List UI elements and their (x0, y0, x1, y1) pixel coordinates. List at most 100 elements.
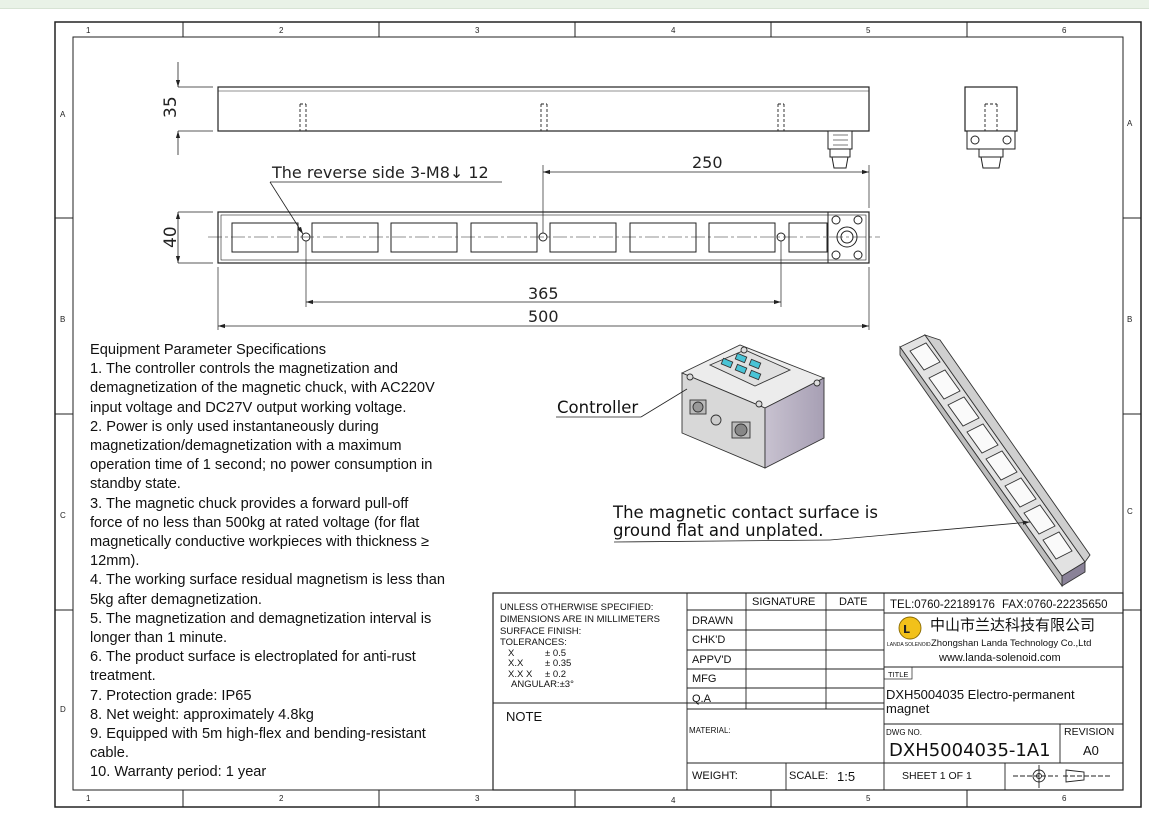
row-qa: Q.A (692, 693, 712, 705)
spec-line: treatment. (90, 668, 156, 685)
row-mfg: MFG (692, 673, 716, 685)
spec-line: 8. Net weight: approximately 4.8kg (90, 706, 314, 723)
col-label-bottom: 2 (279, 794, 284, 803)
scale-label: SCALE: (789, 770, 828, 782)
dim-250: 250 (692, 153, 723, 172)
row-label-right: A (1127, 119, 1133, 128)
weight-label: WEIGHT: (692, 770, 738, 782)
col-label-top: 3 (475, 26, 480, 35)
angular: ANGULAR:±3° (511, 679, 574, 690)
dwg-number: DXH5004035-1A1 (889, 740, 1051, 761)
col-label-top: 5 (866, 26, 871, 35)
logo-text: LANDA SOLENOID (887, 642, 931, 648)
material-label: MATERIAL: (689, 726, 731, 735)
tol-val: ± 0.35 (545, 658, 571, 669)
spec-line: 2. Power is only used instantaneously du… (90, 418, 379, 435)
revision-value: A0 (1083, 743, 1099, 758)
window-top-strip (0, 0, 1149, 9)
spec-line: 1. The controller controls the magnetiza… (90, 361, 399, 378)
front-view (175, 62, 870, 169)
title-line2: magnet (886, 701, 930, 716)
tol-val: ± 0.2 (545, 669, 566, 680)
revision-label: REVISION (1064, 726, 1114, 738)
spec-line: longer than 1 minute. (90, 630, 228, 647)
signature-header: SIGNATURE (752, 596, 815, 608)
scale-value: 1:5 (837, 769, 855, 784)
spec-line: standby state. (90, 476, 181, 493)
spec-line: demagnetization of the magnetic chuck, w… (90, 380, 435, 397)
col-label-top: 4 (671, 26, 676, 35)
surface-label-line2: ground flat and unplated. (613, 521, 824, 540)
spec-line: 6. The product surface is electroplated … (90, 649, 416, 666)
col-label-bottom: 3 (475, 794, 480, 803)
col-label-bottom: 5 (866, 794, 871, 803)
tol-key: X (508, 648, 515, 659)
row-label-left: C (60, 511, 66, 520)
unless-line: SURFACE FINISH: (500, 626, 581, 637)
title-line1: DXH5004035 Electro-permanent (886, 687, 1075, 702)
dim-500: 500 (528, 307, 559, 326)
specs-heading: Equipment Parameter Specifications (90, 342, 327, 358)
date-header: DATE (839, 596, 868, 608)
tol-key: X.X (508, 658, 524, 669)
row-label-left: A (60, 110, 66, 119)
spec-line: 5kg after demagnetization. (90, 591, 262, 608)
row-label-left: D (60, 705, 66, 714)
sheet-info: SHEET 1 OF 1 (902, 770, 972, 782)
logo-icon: L (903, 623, 910, 636)
dim-height: 35 (161, 96, 181, 118)
tel: TEL:0760-22189176 (890, 599, 995, 611)
col-label-top: 6 (1062, 26, 1067, 35)
row-appvd: APPV'D (692, 654, 731, 666)
surface-label-line1: The magnetic contact surface is (612, 503, 878, 522)
col-label-top: 1 (86, 26, 91, 35)
spec-line: 5. The magnetization and demagnetization… (90, 610, 432, 627)
equipment-specs: Equipment Parameter Specifications 1. Th… (90, 341, 492, 783)
title-label: TITLE (888, 670, 908, 679)
company-en: Zhongshan Landa Technology Co.,Ltd (931, 638, 1091, 649)
spec-line: 9. Equipped with 5m high-flex and bendin… (90, 726, 426, 743)
spec-line: 3. The magnetic chuck provides a forward… (90, 495, 409, 512)
spec-line: 10. Warranty period: 1 year (90, 764, 267, 781)
fax: FAX:0760-22235650 (1002, 599, 1108, 611)
tol-key: X.X X (508, 669, 533, 680)
controller-illustration (556, 344, 826, 469)
dim-365: 365 (528, 284, 559, 303)
title-block-text: UNLESS OTHERWISE SPECIFIED: DIMENSIONS A… (500, 596, 1114, 784)
row-label-right: B (1127, 315, 1132, 324)
controller-label: Controller (557, 398, 638, 417)
unless-line: UNLESS OTHERWISE SPECIFIED: (500, 602, 653, 613)
note-label: NOTE (506, 709, 542, 724)
col-label-bottom: 6 (1062, 794, 1067, 803)
col-label-bottom: 4 (671, 796, 676, 805)
row-chkd: CHK'D (692, 634, 725, 646)
unless-line: DIMENSIONS ARE IN MILLIMETERS (500, 614, 660, 625)
company-cn: 中山市兰达科技有限公司 (930, 616, 1095, 634)
spec-line: cable. (90, 745, 129, 762)
border-labels: 1 2 3 4 5 6 1 2 3 4 5 6 A B C D A B C (60, 26, 1133, 805)
spec-line: magnetization/demagnetization with a max… (90, 438, 402, 455)
spec-line: 12mm). (90, 553, 140, 570)
website: www.landa-solenoid.com (938, 652, 1061, 664)
side-view (964, 86, 1018, 169)
top-view (175, 165, 880, 330)
unless-line: TOLERANCES: (500, 637, 567, 648)
dwg-label: DWG NO. (886, 728, 922, 737)
row-label-right: C (1127, 507, 1133, 516)
title-block (492, 592, 1124, 791)
spec-line: operation time of 1 second; no power con… (90, 457, 433, 474)
tol-val: ± 0.5 (545, 648, 566, 659)
row-label-left: B (60, 315, 65, 324)
spec-line: 4. The working surface residual magnetis… (90, 572, 446, 589)
spec-line: magnetically conductive workpieces with … (90, 534, 429, 551)
spec-line: 7. Protection grade: IP65 (90, 687, 252, 704)
magnet-illustration (613, 334, 1091, 588)
col-label-bottom: 1 (86, 794, 91, 803)
spec-line: input voltage and DC27V output working v… (90, 399, 407, 416)
reverse-side-note: The reverse side 3-M8↓ 12 (271, 163, 489, 182)
spec-line: force of no less than 500kg at rated vol… (90, 514, 420, 531)
dim-width: 40 (161, 226, 181, 248)
col-label-top: 2 (279, 26, 284, 35)
row-drawn: DRAWN (692, 615, 733, 627)
